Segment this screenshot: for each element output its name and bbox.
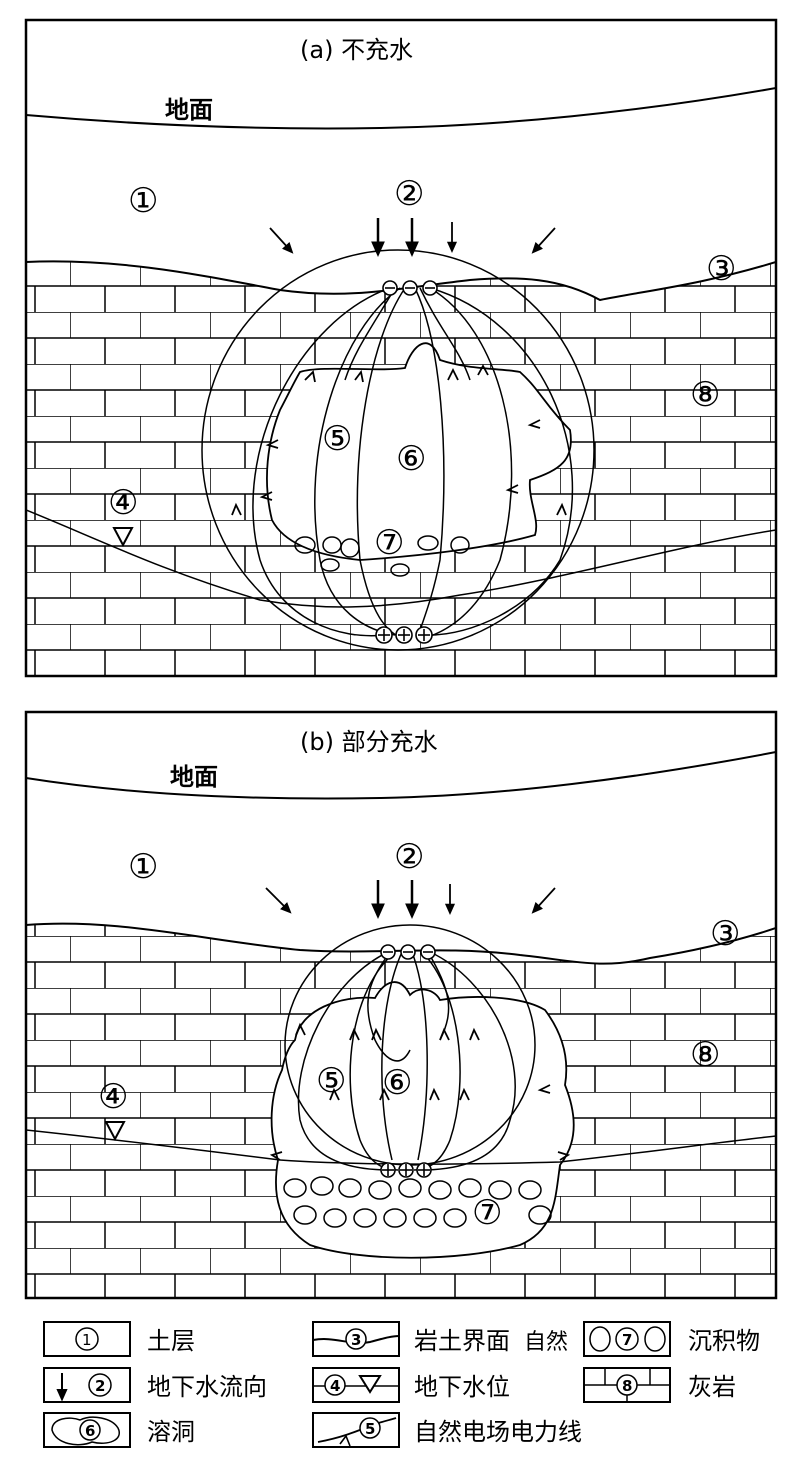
panel-b-frame: [24, 710, 778, 1300]
svg-text:3: 3: [351, 1331, 361, 1349]
ground-label-a: 地面: [165, 96, 213, 124]
legend-flow-label: 地下水流向: [147, 1373, 267, 1401]
legend-cave-label: 溶洞: [147, 1418, 195, 1446]
label-8-a: ⑧: [690, 375, 720, 415]
label-7-a: ⑦: [374, 523, 404, 563]
label-2-a: ②: [394, 174, 424, 214]
legend-sediment-label: 沉积物: [688, 1327, 760, 1355]
legend-soil-label: 土层: [147, 1327, 195, 1355]
water-level-a: [26, 509, 776, 608]
ground-line-a: [26, 87, 776, 130]
negative-charges-b: [380, 944, 436, 960]
legend-water-level: 4 地下水位: [312, 1367, 510, 1403]
interface-line-b: [26, 922, 776, 965]
svg-text:8: 8: [622, 1377, 632, 1395]
label-5-b: ⑤: [316, 1061, 346, 1101]
legend-interface-extra: 自然: [524, 1330, 568, 1355]
panel-a-frame: [24, 18, 778, 678]
label-4-b: ④: [98, 1077, 128, 1117]
panel-b: [26, 751, 776, 1298]
ground-line-b: [26, 751, 776, 800]
flow-arrows-a: [269, 218, 556, 257]
legend-interface: 3 岩土界面 自然: [312, 1321, 568, 1357]
svg-text:7: 7: [622, 1331, 632, 1349]
label-6-b: ⑥: [382, 1063, 412, 1103]
label-1-b: ①: [128, 847, 158, 887]
panel-a-title: (a) 不充水: [300, 36, 413, 64]
field-arrows-b: [269, 1022, 571, 1161]
water-level-symbol-b: [104, 1121, 126, 1142]
legend: 1 土层 3 岩土界面 自然 7 沉积物 2 地下水流向: [43, 1321, 760, 1448]
label-8-b: ⑧: [690, 1035, 720, 1075]
legend-field-lines-label: 自然电场电力线: [414, 1418, 582, 1446]
ground-label-b: 地面: [170, 763, 218, 791]
field-lines-b: [297, 951, 516, 1171]
label-5-a: ⑤: [322, 419, 352, 459]
water-level-symbol-a: [112, 527, 134, 548]
svg-text:6: 6: [85, 1422, 95, 1440]
interface-line-a: [26, 260, 776, 302]
label-3-a: ③: [706, 249, 736, 289]
legend-limestone: 8 灰岩: [583, 1367, 736, 1403]
positive-charges-a: [375, 626, 433, 644]
positive-charges-b: [380, 1162, 432, 1178]
panel-a: [26, 87, 776, 676]
legend-water-level-label: 地下水位: [414, 1373, 510, 1401]
negative-charges-a: [382, 280, 438, 296]
label-2-b: ②: [394, 837, 424, 877]
svg-text:2: 2: [95, 1377, 105, 1395]
label-6-a: ⑥: [396, 439, 426, 479]
legend-flow: 2 地下水流向: [43, 1367, 267, 1403]
legend-interface-label: 岩土界面: [414, 1327, 510, 1355]
legend-cave: 6 溶洞: [43, 1412, 195, 1448]
svg-text:5: 5: [365, 1420, 375, 1438]
field-circle-outer-a: [201, 249, 595, 651]
legend-sediment: 7 沉积物: [583, 1321, 760, 1357]
label-7-b: ⑦: [472, 1193, 502, 1233]
legend-field-lines: 5 自然电场电力线: [312, 1412, 582, 1448]
field-arrows-a: [231, 364, 567, 516]
svg-text:1: 1: [82, 1331, 92, 1349]
label-4-a: ④: [108, 483, 138, 523]
legend-limestone-label: 灰岩: [688, 1373, 736, 1401]
flow-arrows-b: [265, 880, 556, 919]
panel-b-title: (b) 部分充水: [300, 728, 438, 756]
sediment-b: [283, 1176, 552, 1228]
svg-text:4: 4: [330, 1377, 340, 1395]
field-lines-a: [252, 287, 574, 641]
label-3-b: ③: [710, 914, 740, 954]
label-1-a: ①: [128, 181, 158, 221]
legend-soil: 1 土层: [43, 1321, 195, 1357]
